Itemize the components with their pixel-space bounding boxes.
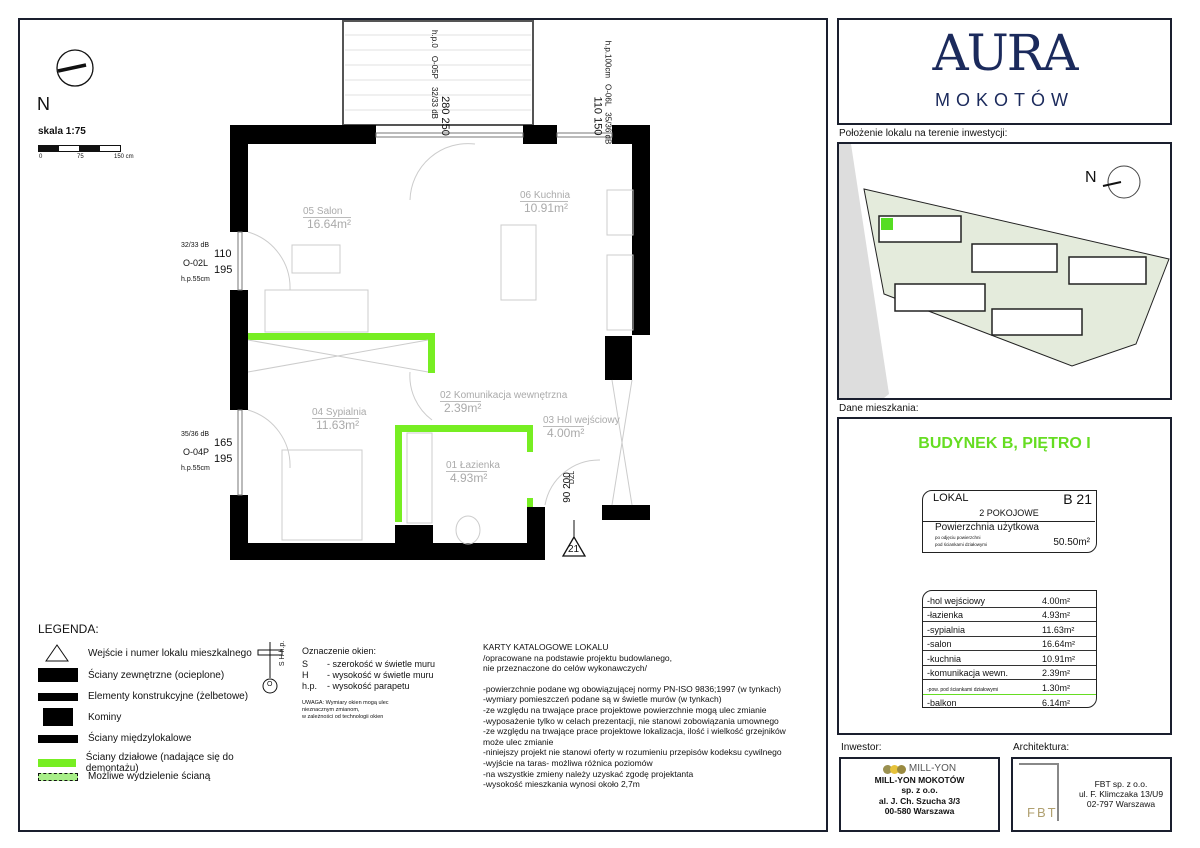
building-floor: BUDYNEK B, PIĘTRO I bbox=[918, 435, 1091, 452]
window-symbol-icon bbox=[257, 642, 283, 694]
window-o04p-height: 195 bbox=[214, 453, 233, 465]
area-row: -komunikacja wewn.2.39m² bbox=[923, 666, 1096, 680]
site-map: N bbox=[837, 142, 1172, 400]
window-o04p-width: 165 bbox=[214, 437, 233, 449]
window-symbol-o: O bbox=[267, 681, 273, 688]
apartment-location bbox=[881, 218, 893, 230]
partition-walls bbox=[248, 333, 533, 522]
architect-logo bbox=[1019, 763, 1059, 821]
structural-swatch bbox=[38, 692, 78, 701]
apartment-data-label: Dane mieszkania: bbox=[839, 403, 919, 414]
entrance-marker bbox=[561, 535, 587, 557]
window-legend-items: S- szerokość w świetle muru H- wysokość … bbox=[302, 659, 436, 691]
window-o04p-id: O-04P bbox=[183, 447, 210, 457]
scale-tick-0: 0 bbox=[39, 154, 43, 160]
brand-subtitle: MOKOTÓW bbox=[935, 90, 1074, 110]
windows bbox=[237, 132, 613, 496]
apartment-data-box: BUDYNEK B, PIĘTRO I LOKAL B 21 2 POKOJOW… bbox=[837, 417, 1172, 735]
brand-title: AURA bbox=[932, 24, 1078, 82]
lokal-card: LOKAL B 21 2 POKOJOWE Powierzchnia użytk… bbox=[922, 490, 1097, 553]
window-symbol-letters: S H h.p. bbox=[279, 640, 287, 667]
entrance-number: 21 bbox=[568, 544, 580, 555]
chimney-swatch bbox=[38, 708, 78, 726]
brand-box: AURA MOKOTÓW bbox=[837, 18, 1172, 125]
window-o02l-hp: h.p.55cm bbox=[181, 276, 210, 283]
investor-logo: MILL-YON bbox=[841, 763, 998, 775]
window-legend-title: Oznaczenie okien: bbox=[302, 646, 377, 656]
window-o02l-id: O-02L bbox=[183, 258, 209, 268]
scale-bar bbox=[38, 145, 121, 152]
scale-tick-150: 150 cm bbox=[114, 154, 134, 160]
scale-tick-75: 75 bbox=[77, 154, 84, 160]
plan-frame bbox=[18, 18, 828, 832]
exterior-wall-swatch bbox=[38, 668, 78, 682]
lokal-number: B 21 bbox=[1063, 491, 1092, 507]
entrance-symbol-icon bbox=[45, 644, 69, 662]
window-o04p-db: 35/36 dB bbox=[181, 431, 210, 438]
window-o05p-dims: 280 250 bbox=[438, 96, 451, 136]
north-label: N bbox=[37, 94, 50, 114]
furniture bbox=[247, 143, 634, 545]
window-o02l-height: 195 bbox=[214, 264, 233, 276]
optional-wall-swatch bbox=[38, 772, 78, 781]
usable-area: 50.50m² bbox=[1053, 537, 1090, 548]
window-o04p-hp: h.p.55cm bbox=[181, 465, 210, 472]
architect-box: FBT FBT sp. z o.o.ul. F. Klimczaka 13/U9… bbox=[1011, 757, 1172, 832]
site-north-label: N bbox=[1085, 169, 1097, 186]
balcony bbox=[342, 20, 534, 126]
site-label: Położenie lokalu na terenie inwestycji: bbox=[839, 128, 1008, 139]
party-wall-swatch bbox=[38, 734, 78, 743]
north-arrow-icon bbox=[56, 49, 94, 87]
window-o02l-width: 110 bbox=[214, 248, 232, 260]
window-o06l-dims: 110 150 bbox=[591, 96, 604, 136]
architect-label: Architektura: bbox=[1013, 742, 1070, 753]
window-o02l-db: 32/33 dB bbox=[181, 242, 210, 249]
floor-plan bbox=[230, 20, 650, 560]
site-map-drawing bbox=[839, 144, 1170, 398]
partition-swatch bbox=[38, 759, 76, 767]
legend: Wejście i numer lokalu mieszkalnego Ścia… bbox=[38, 640, 278, 782]
entrance-door-type: DZL bbox=[569, 470, 577, 485]
catalog-notes: KARTY KATALOGOWE LOKALU /opracowane na p… bbox=[483, 642, 786, 790]
scale-label: skala 1:75 bbox=[38, 126, 86, 137]
legend-title: LEGENDA: bbox=[38, 622, 99, 636]
exterior-walls bbox=[230, 125, 650, 560]
investor-label: Inwestor: bbox=[841, 742, 882, 753]
